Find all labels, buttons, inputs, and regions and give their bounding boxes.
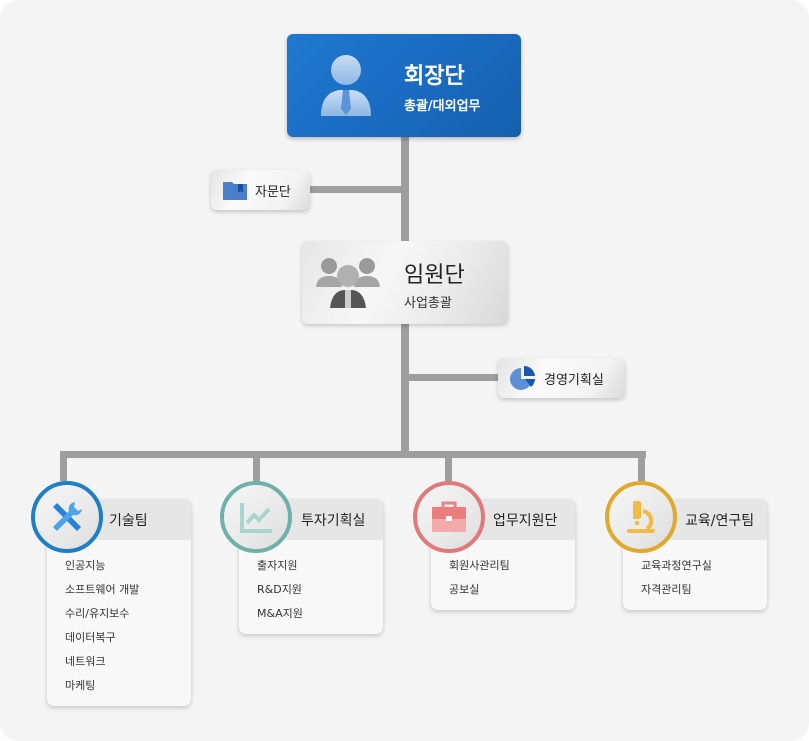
- team-item[interactable]: 네트워크: [65, 655, 106, 668]
- connector-team-1: [60, 451, 67, 481]
- advisory-label: 자문단: [255, 184, 291, 200]
- chairman-title: 회장단: [404, 64, 465, 89]
- advisory-node[interactable]: 자문단: [211, 170, 310, 210]
- team-item[interactable]: M&A지원: [257, 607, 303, 620]
- team-card-support[interactable]: 업무지원단 회원사관리팀 공보실: [431, 499, 575, 610]
- microscope-icon: [627, 501, 655, 533]
- team-item[interactable]: 출자지원: [257, 559, 298, 572]
- team-item[interactable]: 교육과정연구실: [641, 559, 712, 572]
- team-card-tech[interactable]: 기술팀 인공지능 소프트웨어 개발 수리/유지보수 데이터복구 네트워크 마케팅: [47, 499, 191, 706]
- connector-team-4: [638, 451, 645, 481]
- chairman-subtitle: 총괄/대외업무: [404, 99, 481, 114]
- support-team-badge: [413, 481, 485, 553]
- group-icon: [316, 258, 380, 308]
- team-item[interactable]: 데이터복구: [65, 631, 116, 644]
- executives-title: 임원단: [404, 263, 465, 288]
- line-chart-icon: [240, 503, 272, 533]
- team-item[interactable]: 회원사관리팀: [449, 559, 510, 572]
- education-team-badge: [605, 481, 677, 553]
- team-item[interactable]: R&D지원: [257, 583, 302, 596]
- tools-icon: [53, 502, 82, 531]
- planning-label: 경영기획실: [544, 372, 604, 388]
- team-item-list: 교육과정연구실 자격관리팀: [623, 540, 767, 610]
- executives-node[interactable]: 임원단 사업총괄: [302, 241, 508, 324]
- team-item[interactable]: 인공지능: [65, 559, 106, 572]
- briefcase-icon: [432, 501, 466, 532]
- connector-advisory: [310, 186, 405, 193]
- tech-team-badge: [31, 481, 103, 553]
- investment-team-badge: [220, 481, 292, 553]
- folder-bookmark-icon: [223, 182, 247, 200]
- team-item[interactable]: 수리/유지보수: [65, 607, 130, 620]
- team-item[interactable]: 자격관리팀: [641, 583, 692, 596]
- pie-chart-icon: [510, 365, 535, 390]
- connector-team-2: [253, 451, 260, 481]
- connector-planning: [405, 374, 498, 381]
- planning-node[interactable]: 경영기획실: [498, 358, 625, 398]
- team-item-list: 회원사관리팀 공보실: [431, 540, 575, 610]
- connector-team-bus: [60, 451, 646, 458]
- connector-team-3: [445, 451, 452, 481]
- executives-subtitle: 사업총괄: [404, 296, 452, 311]
- team-item[interactable]: 공보실: [449, 583, 480, 596]
- team-item[interactable]: 소프트웨어 개발: [65, 583, 140, 596]
- team-item[interactable]: 마케팅: [65, 679, 96, 692]
- team-item-list: 인공지능 소프트웨어 개발 수리/유지보수 데이터복구 네트워크 마케팅: [47, 540, 191, 706]
- team-item-list: 출자지원 R&D지원 M&A지원: [239, 540, 383, 634]
- person-icon: [321, 55, 371, 116]
- chairman-node[interactable]: 회장단 총괄/대외업무: [287, 34, 521, 137]
